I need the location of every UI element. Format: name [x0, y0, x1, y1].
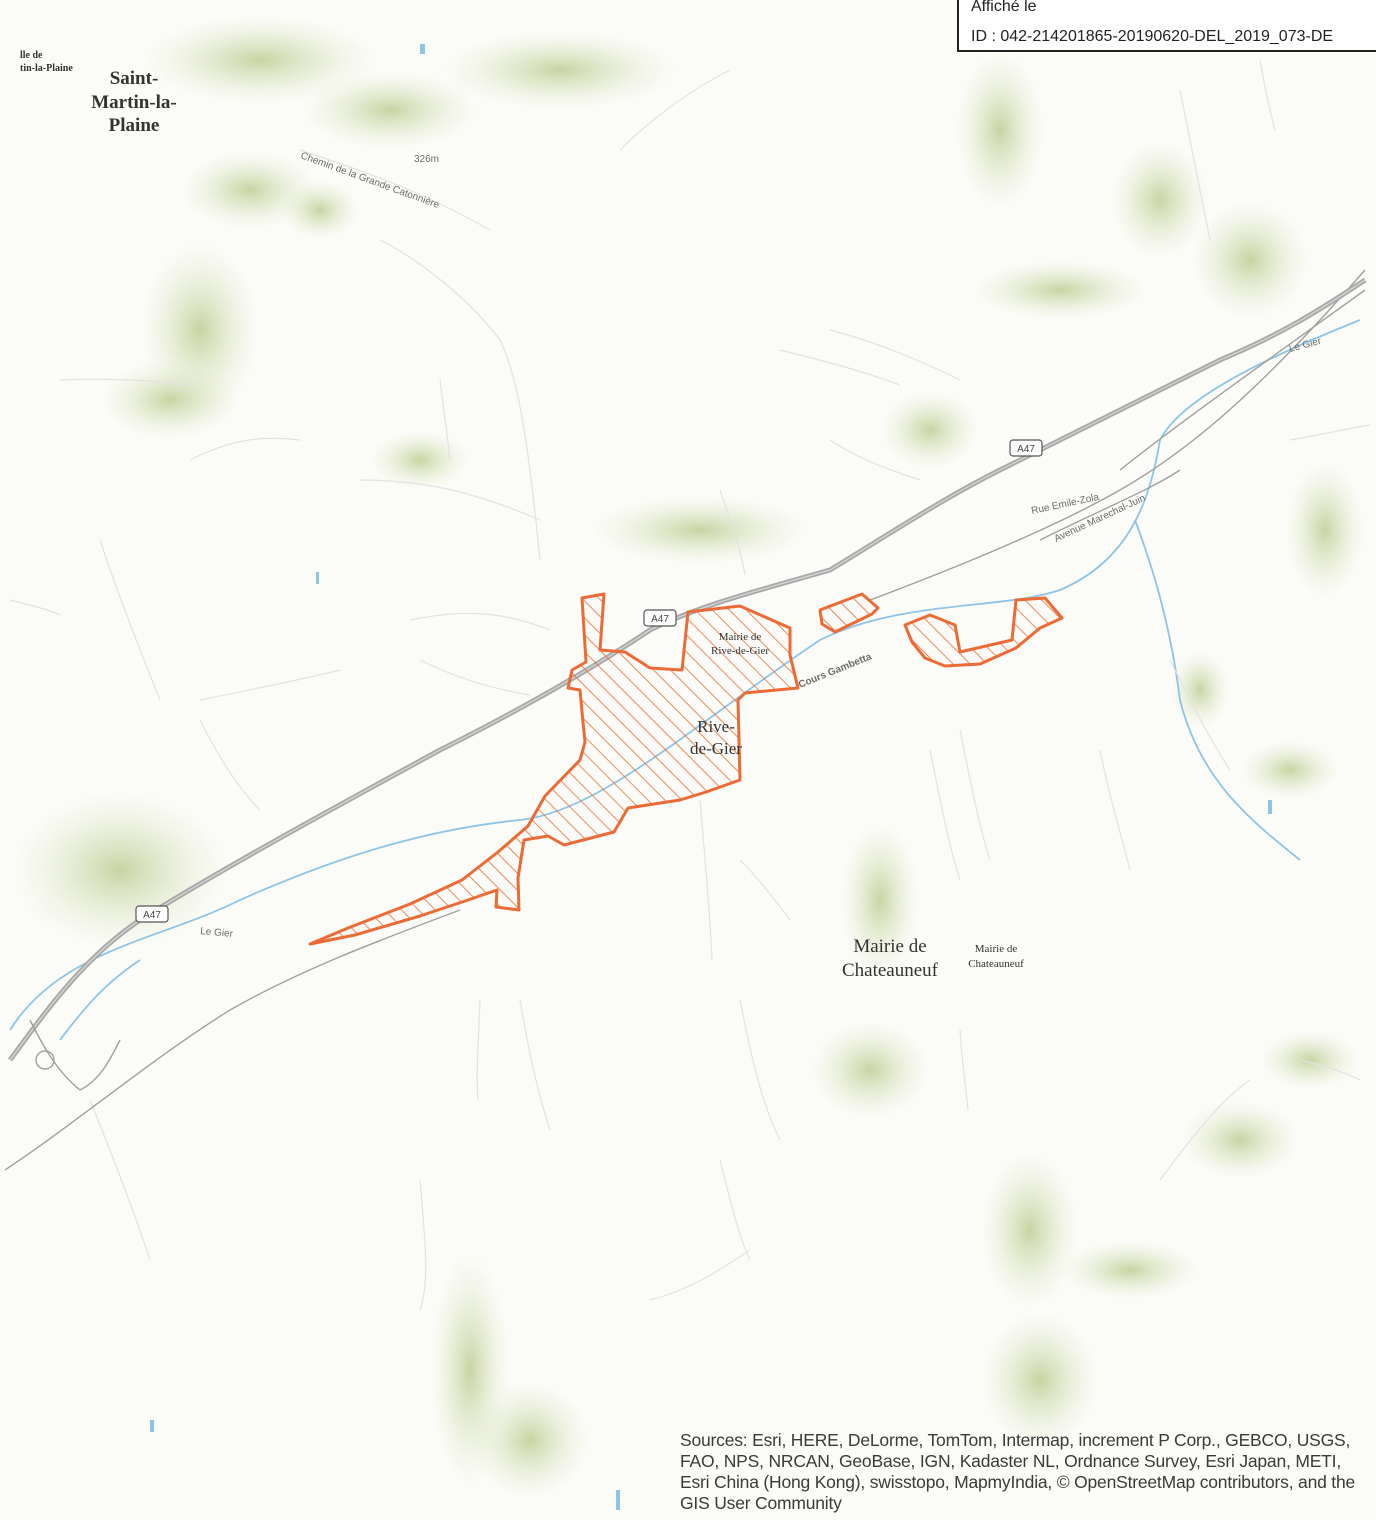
terrain-relief [10, 15, 1365, 1500]
cours-gambetta-label: Cours Gambetta [797, 651, 874, 691]
stream-2 [59, 959, 141, 1041]
le-gier-label-1: Le Gier [200, 926, 234, 940]
a47-shield-1-label: A47 [143, 910, 161, 921]
a47-shield-2: A47 [643, 609, 677, 627]
a47-shield-2-label: A47 [651, 614, 669, 625]
corner-label-2: tin-la-Plaine [20, 63, 73, 74]
a47-shield-3-label: A47 [1017, 444, 1035, 455]
corner-label-1: lle de [20, 50, 43, 61]
hatched-zones[interactable] [308, 592, 1064, 946]
water-bodies [150, 44, 1272, 1510]
affiche-text: Affiché le [971, 0, 1037, 15]
interchange [29, 1019, 121, 1091]
map-attribution: Sources: Esri, HERE, DeLorme, TomTom, In… [680, 1430, 1356, 1513]
mairie-chateauneuf-label-1: Mairie de [853, 936, 926, 957]
a47-motorway-inner [9, 279, 1366, 1061]
mairie-chateauneuf-label-2: Chateauneuf [842, 960, 939, 981]
a47-shield-3: A47 [1009, 439, 1043, 457]
minor-roads [9, 59, 1371, 1311]
id-stamp-box: Affiché le ID : 042-214201865-20190620-D… [957, 0, 1376, 52]
rive-de-gier-label-1: Rive- [697, 717, 735, 736]
rive-de-gier-label-2: de-Gier [690, 739, 742, 758]
elevation-label: 326m [414, 154, 439, 165]
mairie-chateauneuf-small-1: Mairie de [975, 943, 1018, 955]
rue-emile-zola-label: Rue Emile-Zola [1030, 492, 1100, 517]
mairie-rive-label-1: Mairie de [719, 631, 762, 643]
secondary-roads [4, 269, 1366, 1171]
saint-martin-label-2: Martin-la- [91, 92, 176, 113]
mairie-chateauneuf-small-2: Chateauneuf [968, 958, 1024, 970]
place-labels: Saint- Martin-la- Plaine lle de tin-la-P… [20, 50, 1024, 981]
id-text: ID : 042-214201865-20190620-DEL_2019_073… [971, 28, 1334, 45]
le-gier-label-2: Le Gier [1288, 336, 1323, 355]
a47-shield-1: A47 [135, 905, 169, 923]
saint-martin-label-1: Saint- [110, 68, 159, 89]
hatched-zone-main[interactable] [308, 592, 800, 946]
hatched-zone-east[interactable] [903, 596, 1064, 668]
mairie-rive-label-2: Rive-de-Gier [711, 645, 769, 657]
hatched-zone-small[interactable] [818, 592, 880, 634]
stream-1 [1134, 519, 1301, 861]
saint-martin-label-3: Plaine [109, 115, 160, 136]
